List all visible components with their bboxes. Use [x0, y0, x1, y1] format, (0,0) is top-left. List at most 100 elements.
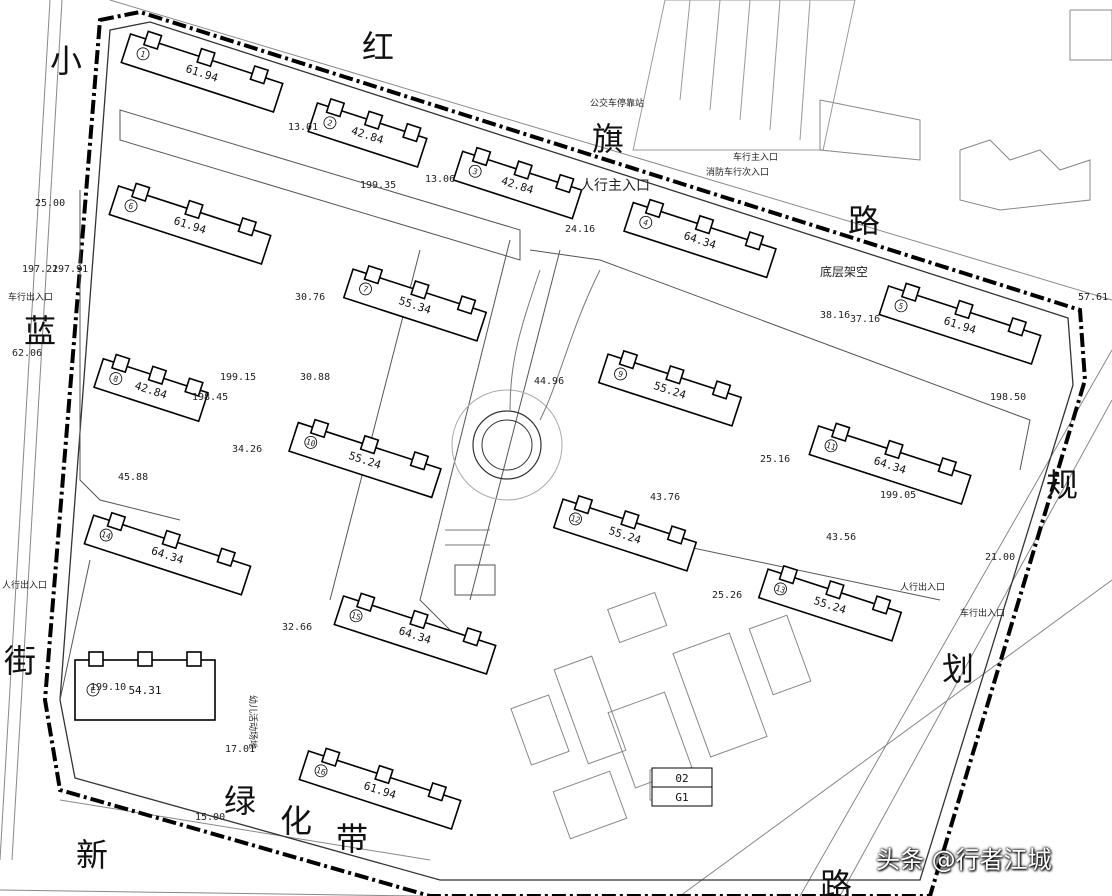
building-number-circle — [124, 199, 138, 213]
building-number-circle — [774, 582, 787, 596]
stair-core — [184, 377, 204, 397]
building-number: 11 — [825, 441, 837, 453]
stair-core — [137, 651, 153, 667]
dimension-label: 38.16 — [820, 310, 850, 321]
dimension-label: 57.61 — [1078, 292, 1108, 303]
dimension-annotations: 13.0113.0630.7624.1625.0062.06197.22197.… — [12, 122, 1108, 823]
stair-core — [196, 47, 216, 68]
building-number-circle — [824, 439, 838, 453]
vehicle-main-entrance-label: 车行主入口 — [733, 151, 778, 163]
pedestrian-entrance-right-label: 人行出入口 — [900, 581, 945, 593]
building-4: 464.34 — [623, 198, 777, 279]
stair-core — [142, 30, 163, 50]
stair-core — [744, 231, 765, 251]
stair-core — [363, 264, 384, 285]
stair-core — [456, 295, 477, 315]
dimension-label: 62.06 — [12, 348, 42, 359]
road-top-char-4: 路 — [848, 202, 880, 240]
building-5: 561.94 — [878, 282, 1042, 365]
stair-core — [325, 97, 346, 118]
stair-core — [900, 282, 921, 302]
road-top-char-3: 旗 — [592, 120, 624, 158]
building-3: 342.84 — [452, 146, 583, 220]
stair-core — [644, 198, 665, 219]
stair-core — [216, 547, 237, 568]
road-bottom-char-2: 绿 — [224, 782, 256, 820]
road-right-char-3: 路 — [820, 866, 852, 896]
dimension-label: 17.01 — [225, 744, 255, 755]
stair-core — [666, 525, 687, 545]
entrance-labels: 公交车停靠站 人行主入口 车行主入口 消防车行次入口 车行出入口 人行出入口 车… — [2, 97, 1005, 749]
stair-core — [106, 511, 127, 532]
stair-core — [620, 509, 640, 530]
building-number-circle — [86, 683, 100, 697]
stair-core — [237, 216, 258, 237]
road-names: 小 红 旗 路 蓝 街 规 划 路 新 绿 化 带 — [4, 28, 1078, 896]
building-number: 9 — [617, 369, 625, 379]
building-number: 16 — [315, 766, 327, 778]
buildings: 161.94 242.84 342.84 464.34 561.94 661.94 755.… — [74, 30, 1042, 830]
building-1: 161.94 — [120, 30, 284, 113]
building-number-circle — [569, 512, 582, 526]
building-number: 1 — [139, 49, 147, 59]
plot-number: 02 — [675, 772, 688, 785]
stair-core — [410, 279, 430, 300]
road-right-char-1: 规 — [1046, 466, 1078, 504]
building-number: 2 — [326, 118, 334, 128]
building-number-circle — [359, 282, 372, 296]
parking-lot-top — [632, 0, 856, 151]
dimension-label: 198.45 — [192, 392, 228, 403]
dimension-label: 32.66 — [282, 622, 312, 633]
stair-core — [711, 380, 732, 400]
stair-core — [665, 364, 685, 385]
building-6: 661.94 — [108, 182, 272, 265]
road-bottom-char-3: 化 — [280, 802, 312, 840]
stair-core — [88, 651, 104, 667]
stair-core — [778, 564, 799, 585]
dimension-label: 45.88 — [118, 472, 148, 483]
building-8: 842.84 — [93, 353, 209, 423]
building-9: 955.24 — [597, 349, 743, 427]
stair-core — [1007, 316, 1028, 337]
building-number: 5 — [897, 301, 905, 311]
building-number-circle — [323, 116, 337, 130]
dimension-label: 25.16 — [760, 454, 790, 465]
dimension-label: 199.10 — [90, 682, 126, 693]
stair-core — [573, 494, 594, 515]
building-outline — [74, 659, 216, 721]
building-number: 6 — [127, 201, 135, 211]
building-number: 12 — [569, 514, 581, 526]
pedestrian-main-entrance-label: 人行主入口 — [580, 178, 650, 194]
dimension-label: 199.15 — [220, 372, 256, 383]
building-number-circle — [349, 609, 363, 623]
car-entrance-right-label: 车行出入口 — [960, 607, 1005, 619]
stair-core — [184, 199, 204, 220]
stair-core — [471, 146, 492, 167]
dimension-label: 15.00 — [195, 812, 225, 823]
stair-core — [355, 592, 376, 612]
road-bottom-char-1: 新 — [76, 836, 108, 874]
stair-core — [871, 595, 892, 615]
stair-core — [130, 182, 151, 202]
building-number: 15 — [350, 611, 362, 623]
dimension-label: 37.16 — [850, 314, 880, 325]
stair-core — [513, 160, 533, 180]
dimension-label: 197.22 — [22, 264, 58, 275]
stair-core — [147, 365, 168, 386]
fire-secondary-entrance-label: 消防车行次入口 — [706, 166, 769, 178]
dimension-label: 25.26 — [712, 590, 742, 601]
dimension-label: 43.76 — [650, 492, 680, 503]
stair-core — [402, 122, 422, 143]
pedestrian-entrance-left-label: 人行出入口 — [2, 579, 47, 591]
site-inner-boundary — [59, 21, 1074, 881]
building-7: 755.34 — [342, 264, 488, 342]
building-2: 242.84 — [307, 97, 428, 169]
building-number: 3 — [471, 167, 479, 177]
activity-area-label: 幼儿活动场地 — [247, 695, 259, 749]
